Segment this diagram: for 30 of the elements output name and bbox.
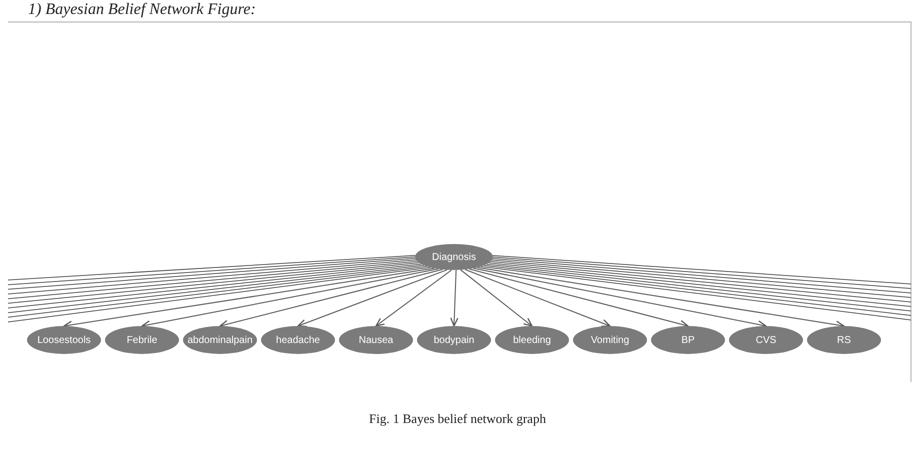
- ellipse-node: RS: [807, 326, 881, 354]
- connector-line: [8, 260, 416, 294]
- ellipse-node: Vomiting: [573, 326, 647, 354]
- connector-line: [8, 258, 416, 290]
- ellipse-node: Loosestools: [27, 326, 101, 354]
- arrow: [297, 269, 448, 328]
- connector-line: [8, 256, 416, 286]
- connector-line: [8, 255, 416, 280]
- ellipse-node: CVS: [729, 326, 803, 354]
- figure-caption: Fig. 1 Bayes belief network graph: [369, 411, 546, 426]
- arrow: [468, 268, 689, 328]
- arrow: [63, 268, 435, 329]
- section-heading: 1) Bayesian Belief Network Figure:: [28, 1, 256, 19]
- ellipse-node: Diagnosis: [415, 244, 493, 270]
- ellipse-node: bleeding: [495, 326, 569, 354]
- arrow: [219, 268, 444, 328]
- arrow: [460, 269, 533, 327]
- ellipse-node: Febrile: [105, 326, 179, 354]
- ellipse-node: abdominalpain: [183, 326, 257, 354]
- connector-line: [492, 255, 912, 284]
- arrow: [450, 270, 458, 327]
- ellipse-node: BP: [651, 326, 725, 354]
- ellipse-node: headache: [261, 326, 335, 354]
- arrow: [472, 268, 767, 328]
- ellipse-node: Nausea: [339, 326, 413, 354]
- arrow: [141, 268, 439, 329]
- ellipse-node: bodypain: [417, 326, 491, 354]
- arrow: [464, 269, 611, 327]
- arrow: [375, 270, 452, 327]
- arrow: [476, 266, 845, 329]
